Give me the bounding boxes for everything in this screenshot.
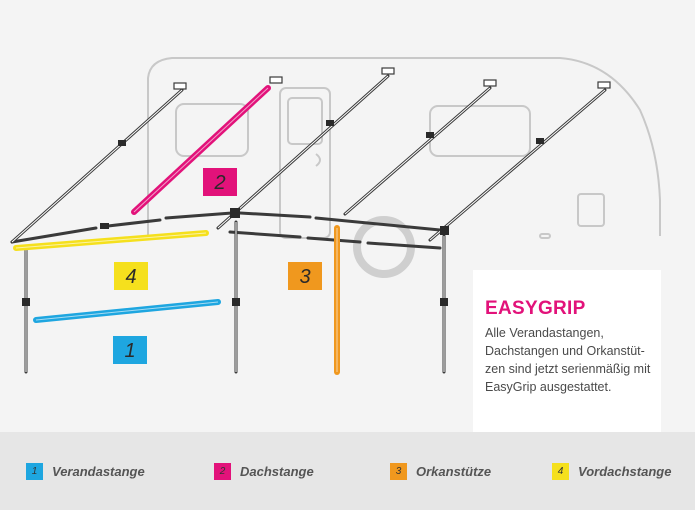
easygrip-info-box: EASYGRIP Alle Verandastangen, Dachstange… [473, 270, 661, 432]
frame-joints [22, 120, 544, 306]
easygrip-line-3: zen sind jetzt serienmäßig mit [485, 362, 651, 376]
badge-3: 3 [288, 262, 322, 290]
badge-2-number: 2 [213, 172, 225, 194]
easygrip-line-1: Alle Verandastangen, [485, 326, 604, 340]
legend-swatch-2: 2 [214, 462, 231, 480]
badge-4-box [114, 262, 148, 290]
legend-swatch-3: 3 [390, 462, 407, 480]
legend-swatch-4: 4 [552, 462, 569, 480]
badge-2-box [203, 168, 237, 196]
badge-1: 1 [113, 336, 147, 364]
easygrip-description: Alle Verandastangen, Dachstangen und Ork… [485, 324, 651, 396]
roof-pole-dachstange [131, 85, 271, 215]
legend-swatch-1: 1 [26, 462, 43, 480]
easygrip-line-2: Dachstangen und Orkanstüt- [485, 344, 645, 358]
easygrip-line-4: EasyGrip ausgestattet. [485, 380, 612, 394]
legend-item-verandastange: 1 Verandastange [26, 462, 145, 480]
veranda-pole-verandastange [33, 299, 221, 323]
frame-pole-highlights [11, 75, 606, 372]
badge-4: 4 [114, 262, 148, 290]
badge-2: 2 [203, 168, 237, 196]
legend-label-2: Dachstange [240, 463, 314, 479]
badge-1-box [113, 336, 147, 364]
badge-1-number: 1 [124, 340, 135, 362]
awning-frame-diagram: 1 2 3 4 [10, 57, 661, 375]
legend-label-3: Orkanstütze [416, 463, 492, 479]
badge-3-number: 3 [299, 266, 310, 288]
badge-4-number: 4 [125, 266, 136, 288]
legend-item-dachstange: 2 Dachstange [214, 462, 314, 480]
legend: 1 Verandastange 2 Dachstange 3 Orkanstüt… [0, 432, 695, 510]
rail-clips [173, 67, 611, 90]
canopy-pole-vordachstange [13, 230, 209, 251]
legend-label-1: Verandastange [52, 463, 145, 479]
badge-3-box [288, 262, 322, 290]
legend-label-4: Vordachstange [578, 463, 672, 479]
legend-item-orkanstuetze: 3 Orkanstütze [390, 462, 491, 480]
caravan-outline [147, 57, 661, 239]
legend-item-vordachstange: 4 Vordachstange [552, 462, 671, 480]
easygrip-title: EASYGRIP [485, 298, 586, 319]
caravan-wheel [353, 216, 415, 278]
